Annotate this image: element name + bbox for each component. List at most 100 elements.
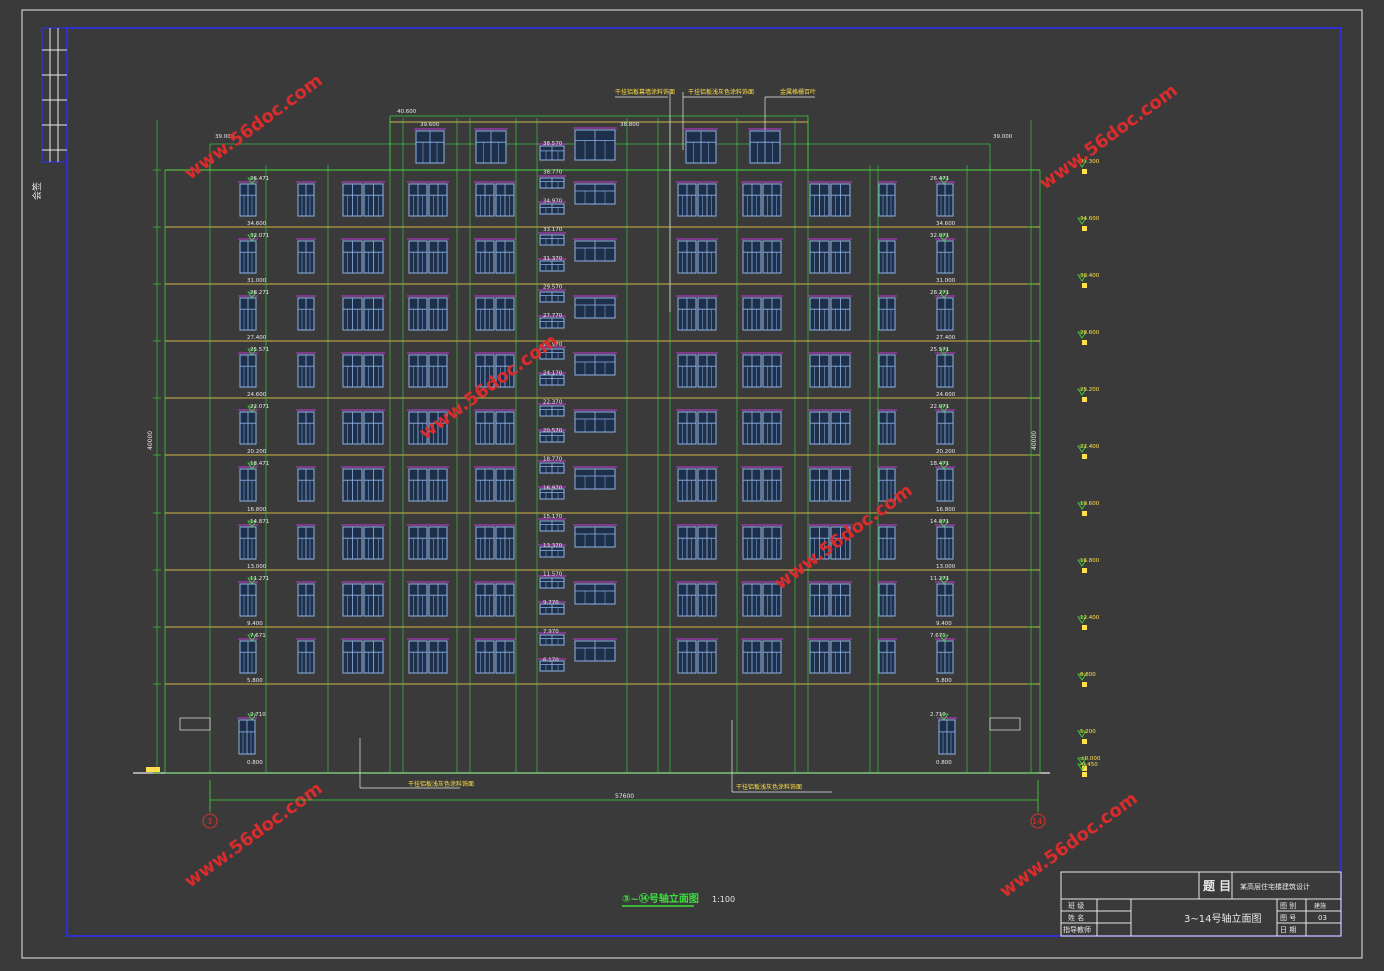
lower-label-right: 27.400 [936, 335, 956, 341]
lower-label-right: 0.800 [936, 760, 952, 766]
center-label: 33.170 [543, 227, 563, 233]
level-marker [247, 348, 257, 356]
axis-bubble-left [202, 813, 218, 829]
level-marker [247, 462, 257, 470]
level-marker [247, 177, 257, 185]
top-label: 39.600 [420, 122, 440, 128]
lower-label-right: 5.800 [936, 678, 952, 684]
elevation-tag [1082, 169, 1087, 174]
upper-label-left: 11.271 [250, 576, 269, 582]
upper-label-right: 18.471 [930, 461, 949, 467]
elevation-label-right: ±0.000 [1080, 756, 1101, 762]
entrance-canopy [989, 717, 1021, 731]
level-marker [247, 234, 257, 242]
upper-label-right: 14.871 [930, 519, 949, 525]
lower-label-left: 9.400 [247, 621, 263, 627]
level-marker [247, 520, 257, 528]
elevation-marker [1077, 331, 1087, 339]
elevation-label-right: 30.400 [1080, 273, 1100, 279]
elevation-marker [1077, 160, 1087, 168]
elevation-tag [1082, 739, 1087, 744]
center-label: 31.370 [543, 256, 563, 262]
upper-label-right: 28.271 [930, 290, 949, 296]
elevation-tag [1082, 454, 1087, 459]
overall-dimension: 57600 3 14 [202, 780, 1046, 829]
top-label: 39.000 [215, 134, 235, 140]
center-label: 29.570 [543, 285, 563, 291]
center-label: 27.770 [543, 313, 563, 319]
elevation-label-right: 5.200 [1080, 729, 1096, 735]
watermark-text: www.56doc.com [996, 788, 1142, 902]
height-dimension-left: 40000 [147, 431, 154, 450]
elevation-label-right: 28.600 [1080, 330, 1100, 336]
callout-4: 干挂铝板浅灰色涂料饰面 [408, 780, 474, 788]
lower-label-left: 34.600 [247, 221, 267, 227]
lower-label-right: 34.600 [936, 221, 956, 227]
elevation-tag [1082, 226, 1087, 231]
outer-border [21, 9, 1363, 959]
axis-right-label: 14 [1032, 817, 1042, 826]
lower-label-left: 5.800 [247, 678, 263, 684]
elevation-tag [1082, 766, 1087, 771]
elevation-label-right: 22.400 [1080, 444, 1100, 450]
upper-label-right: 32.071 [930, 233, 949, 239]
elevation-label-right: 16.800 [1080, 558, 1100, 564]
center-label: 18.770 [543, 457, 563, 463]
elevation-label-right: 12.400 [1080, 615, 1100, 621]
center-label: 24.170 [543, 371, 563, 377]
lower-label-right: 16.800 [936, 507, 956, 513]
top-label: 40.600 [397, 109, 417, 115]
entrance-canopy [179, 717, 211, 731]
side-tag: 会签 [31, 182, 43, 200]
elevation-marker [1077, 673, 1087, 681]
upper-label-right: 2.710 [930, 712, 946, 718]
elevation-label-right: 19.600 [1080, 501, 1100, 507]
elevation-label-right: 37.300 [1080, 159, 1100, 165]
upper-label-left: 25.571 [250, 347, 269, 353]
level-marker [939, 405, 949, 413]
center-label: 38.770 [543, 170, 563, 176]
center-label: 11.570 [543, 572, 563, 578]
elevation-tag [1082, 283, 1087, 288]
center-label: 25.970 [543, 342, 563, 348]
callout-1: 干挂铝板幕墙涂料饰面 [615, 88, 675, 96]
level-marker [939, 713, 949, 721]
elevation-marker [1077, 616, 1087, 624]
lower-label-left: 0.800 [247, 760, 263, 766]
building-elevation [133, 115, 1087, 777]
elevation-label-right: 34.600 [1080, 216, 1100, 222]
elevation-tag [1082, 397, 1087, 402]
center-label: 9.770 [543, 600, 559, 606]
level-marker [247, 405, 257, 413]
drawing-type-value: 建施 [1314, 902, 1326, 910]
callout-3: 金属格栅百叶 [780, 88, 816, 96]
level-marker [247, 577, 257, 585]
elevation-tag [1082, 340, 1087, 345]
lower-label-right: 24.600 [936, 392, 956, 398]
upper-label-left: 14.871 [250, 519, 269, 525]
upper-label-right: 7.671 [930, 633, 946, 639]
lower-label-left: 13.000 [247, 564, 267, 570]
axis-left-label: 3 [207, 817, 212, 826]
upper-label-right: 26.471 [930, 176, 949, 182]
elevation-marker [1077, 445, 1087, 453]
level-marker [939, 462, 949, 470]
elevation-tag [1082, 772, 1087, 777]
upper-label-left: 7.671 [250, 633, 266, 639]
callout-2: 干挂铝板浅灰色涂料饰面 [688, 88, 754, 96]
lower-label-left: 27.400 [247, 335, 267, 341]
project-name: 某高层住宅楼建筑设计 [1240, 882, 1310, 891]
elevation-marker [1077, 730, 1087, 738]
label-advisor: 指导教师 [1063, 925, 1091, 934]
building-outline [164, 169, 1041, 774]
level-marker [247, 713, 257, 721]
upper-label-left: 32.071 [250, 233, 269, 239]
drawing-number-value: 03 [1318, 914, 1327, 922]
center-label: 16.970 [543, 485, 563, 491]
elevation-marker [1077, 217, 1087, 225]
callout-group: 干挂铝板幕墙涂料饰面 干挂铝板浅灰色涂料饰面 金属格栅百叶 干挂铝板浅灰色涂料饰… [359, 88, 832, 793]
elevation-marker [1077, 274, 1087, 282]
elevation-marker [1077, 559, 1087, 567]
